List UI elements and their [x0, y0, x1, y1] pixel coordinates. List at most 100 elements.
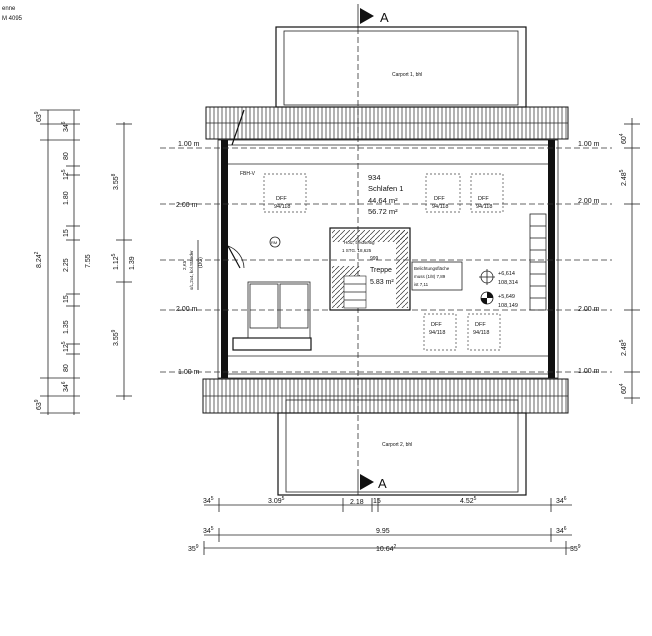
- height-label: 1.00 m: [578, 141, 600, 148]
- room-name: Schlafen 1: [368, 184, 403, 193]
- dim-superscript: 4: [619, 133, 625, 136]
- dim-superscript: 6: [564, 526, 567, 532]
- dim-label: 15: [373, 498, 381, 505]
- svg-text:+5,649: +5,649: [498, 294, 515, 300]
- dim-label: 2.18: [350, 499, 364, 506]
- dim-superscript: 9: [34, 399, 40, 402]
- dg-label: (DG): [198, 257, 204, 268]
- height-label: 1.00 m: [178, 369, 200, 376]
- svg-text:Belichtungsfläche: Belichtungsfläche: [414, 266, 450, 271]
- stair-note-1: Holz, beidseitig: [344, 240, 375, 245]
- dim-label: 2.485: [619, 169, 628, 186]
- svg-text:muss (1/8) 7,89: muss (1/8) 7,89: [414, 274, 446, 279]
- height-label: 2.00 m: [176, 306, 198, 313]
- dim-label: 359: [570, 544, 581, 553]
- section-label-top: A: [380, 10, 389, 25]
- dim-superscript: 6: [61, 121, 67, 124]
- fbh-label: FBH-V: [240, 171, 256, 177]
- dim-superscript: 6: [61, 381, 67, 384]
- level-marker-icon: +6,614 108,314: [479, 269, 518, 286]
- carport-bottom: Carport 2, bhl: [277, 399, 527, 496]
- stair-note-2: 1 STG. 18,625: [342, 248, 372, 253]
- carport-top-label: Carport 1, bhl: [392, 72, 422, 78]
- svg-text:ist 7,11: ist 7,11: [414, 282, 429, 287]
- dim-label: 345: [203, 496, 214, 505]
- dim-label: 346: [556, 496, 567, 505]
- svg-text:DFF: DFF: [434, 196, 445, 202]
- dim-label: 80: [63, 152, 70, 160]
- staircase: Holz, beidseitig 1 STG. 18,625 999 Trepp…: [329, 227, 411, 311]
- side-note-1: 2,Ktr: [182, 260, 187, 270]
- dim-superscript: 5: [211, 496, 214, 502]
- stair-area: 5.83 m²: [370, 279, 394, 286]
- roof-band-bottom: [202, 378, 569, 414]
- carport-top: Carport 1, bhl: [275, 26, 527, 108]
- svg-text:RM: RM: [271, 240, 277, 245]
- dimension-chain-bottom: [203, 498, 572, 555]
- dim-label: 604: [619, 133, 628, 144]
- bed: [232, 281, 312, 351]
- section-marker-top: A: [357, 4, 389, 28]
- dim-label: 10.642: [376, 544, 397, 553]
- dim-superscript: 5: [61, 341, 67, 344]
- roof-window: DFF 94/118: [425, 173, 461, 213]
- svg-text:DFF: DFF: [276, 196, 287, 202]
- dim-label: 346: [556, 526, 567, 535]
- height-label: 2.00 m: [578, 306, 600, 313]
- dim-label: 346: [61, 381, 70, 392]
- dim-label: 3.095: [268, 496, 285, 505]
- roof-diagonal: [231, 109, 245, 146]
- dim-label: 80: [63, 364, 70, 372]
- svg-text:DFF: DFF: [478, 196, 489, 202]
- dim-label: 359: [188, 544, 199, 553]
- corner-text-2: M 4095: [2, 16, 23, 22]
- roof-window: DFF 94/118: [470, 173, 504, 213]
- svg-text:108,314: 108,314: [498, 280, 518, 286]
- lighting-area-note: Belichtungsfläche muss (1/8) 7,89 ist 7,…: [411, 261, 463, 291]
- height-label: 2.00 m: [578, 198, 600, 205]
- level-marker-icon: +5,649 108,149: [480, 291, 518, 309]
- dim-superscript: 9: [196, 544, 199, 550]
- dim-label: 125: [61, 341, 70, 352]
- dim-superscript: 5: [211, 526, 214, 532]
- dimension-chain-right: [624, 118, 640, 404]
- section-marker-bottom: A: [357, 470, 387, 495]
- height-label: 2.00 m: [176, 202, 198, 209]
- dim-superscript: 2: [34, 251, 40, 254]
- stair-note-3: 999: [370, 256, 379, 262]
- height-label: 1.00 m: [178, 141, 200, 148]
- wardrobe: [529, 213, 547, 311]
- dim-label: 1.125: [111, 253, 120, 270]
- dim-superscript: 5: [111, 253, 117, 256]
- dim-label: 15: [63, 229, 70, 237]
- dim-label: 15: [63, 295, 70, 303]
- roof-band-top: [205, 106, 569, 140]
- dim-superscript: 5: [619, 339, 625, 342]
- dim-label: 125: [61, 169, 70, 180]
- dim-label: 345: [203, 526, 214, 535]
- dim-label: 1.35: [63, 320, 70, 334]
- dim-label: 4.525: [460, 496, 477, 505]
- dim-superscript: 8: [111, 173, 117, 176]
- dim-label: 1.39: [129, 256, 136, 270]
- dim-label: 8.242: [34, 251, 43, 268]
- room-area-1: 44.64 m²: [368, 196, 398, 205]
- side-note-2: s/L,2x4, kol.Ständer: [189, 250, 194, 290]
- svg-text:108,149: 108,149: [498, 303, 518, 309]
- height-label: 1.00 m: [578, 368, 600, 375]
- smoke-detector-icon: RM: [269, 236, 281, 248]
- svg-text:94/118: 94/118: [473, 330, 489, 336]
- dim-superscript: 9: [34, 111, 40, 114]
- svg-text:+6,614: +6,614: [498, 271, 515, 277]
- dim-superscript: 4: [619, 383, 625, 386]
- room-label: 934 Schlafen 1 44.64 m² 56.72 m²: [368, 173, 403, 216]
- room-number: 934: [368, 173, 381, 182]
- dim-label: 604: [619, 383, 628, 394]
- svg-text:DFF: DFF: [431, 322, 442, 328]
- roof-window: DFF 94/118: [467, 313, 501, 351]
- dim-label: 7.55: [85, 254, 92, 268]
- dim-label: 9.95: [376, 528, 390, 535]
- dim-superscript: 9: [578, 544, 581, 550]
- dim-superscript: 2: [394, 544, 397, 550]
